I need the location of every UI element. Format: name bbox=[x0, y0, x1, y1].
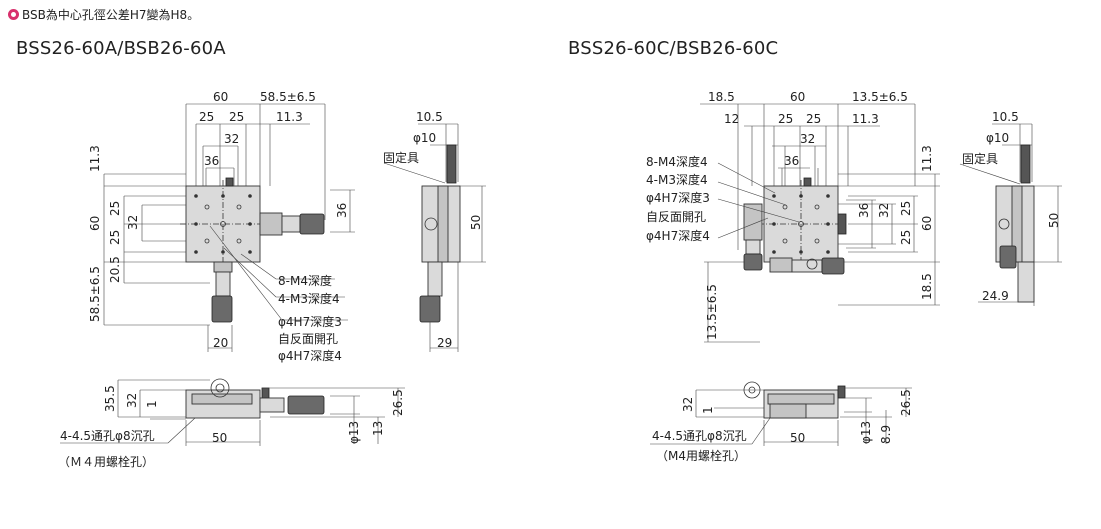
l-dim-20-bottom: 20 bbox=[213, 336, 228, 350]
tolerance-note-text: BSB為中心孔徑公差H7變為H8。 bbox=[22, 8, 200, 22]
r-label-m3: 4-M3深度4 bbox=[646, 172, 708, 187]
l-dim-32-left: 32 bbox=[126, 215, 140, 230]
l-dim-25a-top: 25 bbox=[199, 110, 214, 124]
r-dim-25a-right: 25 bbox=[899, 201, 913, 216]
l-label-h7b: φ4H7深度4 bbox=[278, 348, 342, 363]
r-front-note2: （M4用螺栓孔） bbox=[656, 448, 746, 463]
l-front-13: 13 bbox=[371, 421, 385, 436]
l-front-note1: 4-4.5通孔φ8沉孔 bbox=[60, 429, 155, 443]
r-dim-36-right: 36 bbox=[857, 203, 871, 218]
l-front-note2: （Ｍ４用螺栓孔） bbox=[58, 454, 154, 469]
r-front-89: 8.9 bbox=[879, 425, 893, 444]
r-dim-36-top: 36 bbox=[784, 154, 799, 168]
l-dim-32-top: 32 bbox=[224, 132, 239, 146]
r-dim-32-right: 32 bbox=[877, 203, 891, 218]
l-dim-36-right: 36 bbox=[335, 203, 349, 218]
l-dim-60-top: 60 bbox=[213, 90, 228, 104]
r-label-h7b: φ4H7深度4 bbox=[646, 228, 710, 243]
left-top-view: 60 58.5±6.5 25 25 11.3 32 36 11.3 60 25 … bbox=[88, 90, 355, 363]
l-side-fixer: 固定具 bbox=[383, 150, 419, 165]
r-dim-113-top: 11.3 bbox=[852, 112, 879, 126]
r-dim-25b-right: 25 bbox=[899, 230, 913, 245]
r-label-m4: 8-M4深度4 bbox=[646, 154, 708, 169]
r-front-note1: 4-4.5通孔φ8沉孔 bbox=[652, 429, 747, 443]
r-dim-25b-top: 25 bbox=[806, 112, 821, 126]
l-dim-60-left: 60 bbox=[88, 216, 102, 231]
r-front-d13: φ13 bbox=[859, 421, 873, 444]
l-dim-585-left: 58.5±6.5 bbox=[88, 266, 102, 322]
r-dim-32-top: 32 bbox=[800, 132, 815, 146]
l-front-1: 1 bbox=[145, 400, 159, 408]
r-dim-185-top: 18.5 bbox=[708, 90, 735, 104]
l-front-50: 50 bbox=[212, 431, 227, 445]
l-label-m3: 4-M3深度4 bbox=[278, 291, 340, 306]
r-side-fixer: 固定具 bbox=[962, 151, 998, 166]
l-dim-25a-left: 25 bbox=[108, 201, 122, 216]
l-front-d13: φ13 bbox=[347, 421, 361, 444]
pin-icon bbox=[8, 9, 19, 20]
left-model-title: BSS26-60A/BSB26-60A bbox=[16, 38, 226, 59]
l-dim-36-top: 36 bbox=[204, 154, 219, 168]
r-dim-25a-top: 25 bbox=[778, 112, 793, 126]
l-label-m4: 8-M4深度 bbox=[278, 273, 332, 288]
left-side-view: 10.5 φ10 固定具 50 29 bbox=[383, 110, 486, 352]
l-dim-205-left: 20.5 bbox=[108, 256, 122, 283]
l-dim-25b-top: 25 bbox=[229, 110, 244, 124]
r-front-50: 50 bbox=[790, 431, 805, 445]
r-front-32: 32 bbox=[681, 397, 695, 412]
l-side-105: 10.5 bbox=[416, 110, 443, 124]
r-dim-113-right: 11.3 bbox=[920, 145, 934, 172]
r-side-50: 50 bbox=[1047, 213, 1061, 228]
right-front-view: 32 1 50 φ13 8.9 26.5 4-4.5通孔φ8沉孔 （M4用螺栓孔… bbox=[650, 381, 913, 463]
r-front-265: 26.5 bbox=[899, 389, 913, 416]
right-top-view: 18.5 60 13.5±6.5 12 25 25 11.3 32 36 11.… bbox=[646, 90, 940, 343]
r-dim-60-right: 60 bbox=[920, 216, 934, 231]
r-dim-12-top: 12 bbox=[724, 112, 739, 126]
r-label-rev: 自反面開孔 bbox=[646, 210, 706, 224]
r-label-h7a: φ4H7深度3 bbox=[646, 190, 710, 205]
r-side-249: 24.9 bbox=[982, 289, 1009, 303]
l-label-h7a: φ4H7深度3 bbox=[278, 314, 342, 329]
l-dim-113-top: 11.3 bbox=[276, 110, 303, 124]
l-label-rev: 自反面開孔 bbox=[278, 332, 338, 346]
r-side-105: 10.5 bbox=[992, 110, 1019, 124]
l-front-355: 35.5 bbox=[103, 385, 117, 412]
l-dim-113-left: 11.3 bbox=[88, 145, 102, 172]
l-front-265: 26.5 bbox=[391, 389, 405, 416]
tolerance-note: BSB為中心孔徑公差H7變為H8。 bbox=[8, 6, 199, 23]
r-dim-60-top: 60 bbox=[790, 90, 805, 104]
l-side-29: 29 bbox=[437, 336, 452, 350]
l-front-32: 32 bbox=[125, 393, 139, 408]
r-dim-135-top: 13.5±6.5 bbox=[852, 90, 908, 104]
l-side-50: 50 bbox=[469, 215, 483, 230]
l-side-d10: φ10 bbox=[413, 131, 436, 145]
r-dim-135-left: 13.5±6.5 bbox=[705, 284, 719, 340]
r-side-d10: φ10 bbox=[986, 131, 1009, 145]
l-dim-585-top: 58.5±6.5 bbox=[260, 90, 316, 104]
l-dim-25b-left: 25 bbox=[108, 230, 122, 245]
left-front-view: 35.5 32 1 50 φ13 13 26.5 4-4.5通孔φ8沉孔 （Ｍ４… bbox=[58, 378, 405, 469]
right-side-view: 10.5 φ10 固定具 50 24.9 bbox=[959, 110, 1062, 306]
r-front-1: 1 bbox=[701, 406, 715, 414]
r-dim-185-right: 18.5 bbox=[920, 273, 934, 300]
right-model-title: BSS26-60C/BSB26-60C bbox=[568, 38, 779, 59]
